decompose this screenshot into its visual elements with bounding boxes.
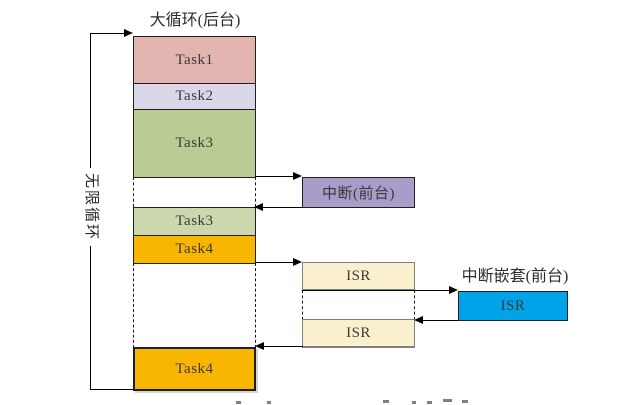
loop-entry-arrowhead-icon	[124, 29, 133, 37]
arrow-isr-to-nested-line	[302, 290, 450, 291]
loop-return-line	[90, 389, 133, 390]
arrow-task4-to-isr-head-icon	[293, 258, 302, 266]
arrow-isr-return-head-icon	[255, 342, 264, 350]
arrow-task3-to-interrupt-line	[255, 176, 295, 177]
infinite-loop-label: 无限循环	[82, 168, 100, 246]
interrupt-foreground-box: 中断(前台)	[302, 177, 415, 208]
task3-resume-box: Task3	[133, 207, 256, 236]
arrow-nested-return-head-icon	[414, 316, 423, 324]
isr-first-box: ISR	[302, 262, 415, 291]
dashed-line-left-gap1	[133, 177, 134, 207]
dashed-line-right-gap2	[255, 263, 256, 348]
task2-box: Task2	[133, 83, 256, 110]
arrow-isr-to-nested-head-icon	[449, 286, 458, 294]
task1-box: Task1	[133, 36, 256, 84]
loop-entry-line	[90, 33, 126, 34]
arrow-task3-to-interrupt-head-icon	[293, 172, 302, 180]
task3-box: Task3	[133, 109, 256, 178]
task4-resume-box: Task4	[133, 347, 256, 391]
dashed-line-left-gap2	[133, 263, 134, 348]
task4-box: Task4	[133, 235, 256, 264]
isr-second-box: ISR	[302, 319, 415, 348]
dashed-line-isr-right	[414, 290, 415, 320]
background-column-title: 大循环(后台)	[149, 12, 241, 29]
nested-interrupt-title: 中断嵌套(前台)	[461, 268, 569, 285]
arrow-task4-to-isr-line	[255, 262, 295, 263]
dashed-line-right-gap1	[255, 177, 256, 207]
arrow-interrupt-return-head-icon	[254, 203, 263, 211]
dashed-line-isr-left	[302, 290, 303, 320]
arrow-interrupt-return-line	[262, 207, 303, 208]
nested-isr-box: ISR	[458, 291, 568, 321]
arrow-isr-return-line	[263, 346, 303, 347]
arrow-nested-return-line	[421, 320, 458, 321]
